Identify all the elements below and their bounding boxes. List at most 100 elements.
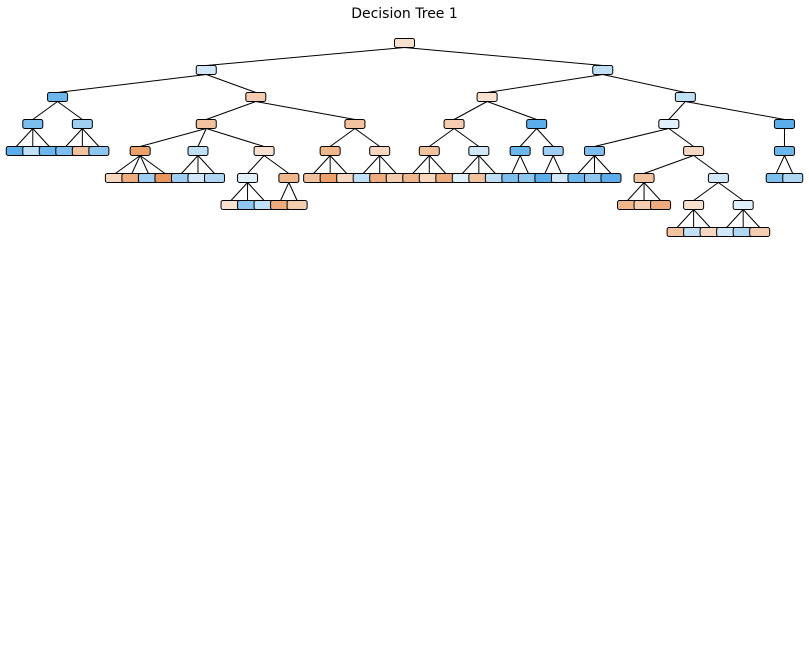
tree-edge [329, 155, 348, 174]
tree-edge [742, 209, 761, 228]
tree-edge [676, 209, 694, 228]
tree-edge [478, 155, 496, 174]
tree-edge [486, 101, 537, 120]
tree-edge [511, 155, 521, 174]
tree-edge [206, 47, 405, 66]
tree-leaf-node [88, 146, 110, 156]
tree-split-node [707, 173, 729, 183]
tree-edge [206, 101, 256, 120]
tree-edge [693, 155, 719, 174]
tree-split-node [509, 146, 531, 156]
tree-edge [726, 209, 744, 228]
tree-split-node [526, 119, 548, 129]
tree-edge [412, 155, 430, 174]
tree-split-node [253, 146, 275, 156]
tree-edge [247, 155, 265, 174]
tree-split-node [583, 146, 605, 156]
tree-leaf-node [286, 200, 308, 210]
tree-edge [32, 101, 58, 120]
tree-split-node [71, 119, 93, 129]
tree-edge [206, 128, 265, 147]
tree-split-node [195, 119, 217, 129]
tree-split-node [658, 119, 680, 129]
tree-split-node [369, 146, 391, 156]
tree-edge [627, 182, 645, 201]
tree-edge [329, 128, 356, 147]
tree-edge [693, 209, 711, 228]
tree-edge [255, 101, 356, 120]
tree-edge [577, 155, 595, 174]
tree-split-node [394, 38, 415, 48]
tree-leaf-node [204, 173, 226, 183]
tree-split-node [187, 146, 209, 156]
tree-edge [288, 182, 298, 201]
tree-split-node [278, 173, 300, 183]
tree-split-node [319, 146, 341, 156]
tree-edge [247, 182, 265, 201]
tree-edge [313, 155, 331, 174]
tree-edge [784, 155, 794, 174]
tree-edge [263, 155, 290, 174]
tree-edge [65, 128, 83, 147]
tree-split-node [443, 119, 465, 129]
tree-edge [487, 74, 603, 93]
tree-split-node [468, 146, 490, 156]
tree-split-node [773, 146, 795, 156]
tree-edge [379, 155, 397, 174]
tree-edge [428, 128, 455, 147]
tree-split-node [773, 119, 795, 129]
tree-split-node [476, 92, 498, 102]
tree-edge [668, 128, 694, 147]
tree-split-node [237, 173, 259, 183]
tree-edge [428, 155, 447, 174]
tree-edge [775, 155, 785, 174]
tree-edge [197, 128, 207, 147]
tree-edge [354, 128, 381, 147]
tree-edge [131, 155, 141, 174]
tree-nodes [5, 38, 804, 237]
tree-edge [230, 182, 248, 201]
tree-edge [602, 74, 686, 93]
tree-edge [139, 155, 149, 174]
tree-edge [594, 128, 669, 147]
tree-edge [519, 128, 538, 147]
tree-split-node [195, 65, 217, 75]
tree-edge [115, 155, 141, 174]
tree-edge [81, 128, 100, 147]
tree-edge [404, 47, 603, 66]
tree-edge [536, 128, 554, 147]
tree-edge [140, 128, 207, 147]
tree-split-node [592, 65, 614, 75]
tree-edge [685, 101, 785, 120]
tree-edge [643, 182, 661, 201]
tree-edge [453, 128, 480, 147]
tree-edge [15, 128, 34, 147]
tree-split-node [418, 146, 440, 156]
tree-edge [718, 182, 744, 201]
tree-split-node [22, 119, 44, 129]
tree-edge [544, 155, 554, 174]
tree-edge [139, 155, 166, 174]
tree-leaf-node [749, 227, 771, 237]
tree-edges [15, 47, 794, 228]
tree-edge [552, 155, 562, 174]
tree-leaf-node [650, 200, 672, 210]
tree-edge [362, 155, 381, 174]
tree-split-node [542, 146, 564, 156]
tree-edge [197, 155, 215, 174]
tree-edge [32, 128, 50, 147]
tree-edge [206, 74, 256, 93]
tree-edge [693, 182, 719, 201]
tree-edge [181, 155, 199, 174]
tree-split-node [683, 200, 705, 210]
tree-leaf-node [782, 173, 804, 183]
tree-edge [594, 155, 612, 174]
tree-split-node [245, 92, 267, 102]
tree-split-node [344, 119, 366, 129]
tree-split-node [633, 173, 655, 183]
chart-title: Decision Tree 1 [351, 6, 458, 22]
tree-edge [57, 101, 83, 120]
tree-edge [453, 101, 488, 120]
tree-split-node [732, 200, 754, 210]
